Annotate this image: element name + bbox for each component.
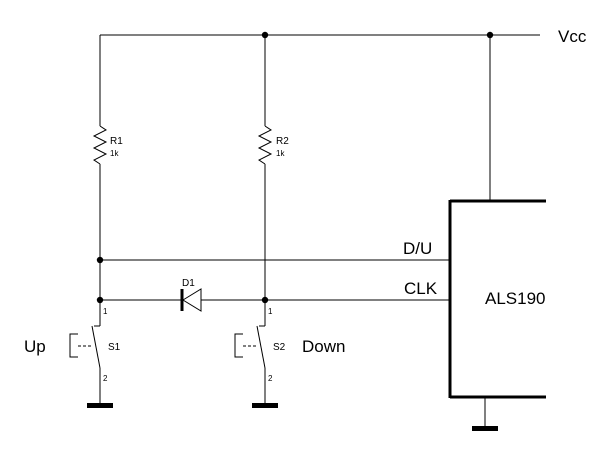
s2-down-label: Down — [302, 337, 345, 356]
r1-branch — [92, 35, 108, 300]
ic-ground-symbol — [472, 426, 498, 431]
d1-diode — [180, 288, 202, 312]
s2-pin1-label: 1 — [268, 307, 273, 316]
vcc-label: Vcc — [558, 27, 587, 46]
r1-ref-label: R1 — [110, 136, 123, 147]
s1-ground-symbol — [87, 403, 113, 408]
d1-ref-label: D1 — [182, 278, 195, 289]
s1-up-label: Up — [24, 337, 46, 356]
r2-branch — [257, 35, 273, 300]
junction-dot — [96, 256, 104, 264]
s1-ref-label: S1 — [108, 342, 121, 353]
vcc-rail — [100, 31, 540, 39]
r2-resistor — [257, 125, 273, 165]
du-signal-wire — [96, 256, 449, 264]
s1-pin2-label: 2 — [103, 374, 108, 383]
ic-name-label: ALS190 — [485, 289, 546, 308]
ic-als190 — [448, 199, 546, 431]
s2-ref-label: S2 — [273, 342, 286, 353]
s2-ground-symbol — [252, 403, 278, 408]
s2-switch — [234, 300, 278, 408]
r2-ref-label: R2 — [276, 136, 289, 147]
du-pin-label: D/U — [403, 239, 432, 258]
r1-value-label: 1k — [110, 149, 119, 158]
r1-resistor — [92, 125, 108, 165]
r2-value-label: 1k — [276, 149, 285, 158]
s1-pin1-label: 1 — [103, 307, 108, 316]
clk-signal-wire — [96, 296, 449, 304]
clk-pin-label: CLK — [404, 279, 438, 298]
s2-pin2-label: 2 — [268, 374, 273, 383]
s1-switch — [69, 300, 113, 408]
